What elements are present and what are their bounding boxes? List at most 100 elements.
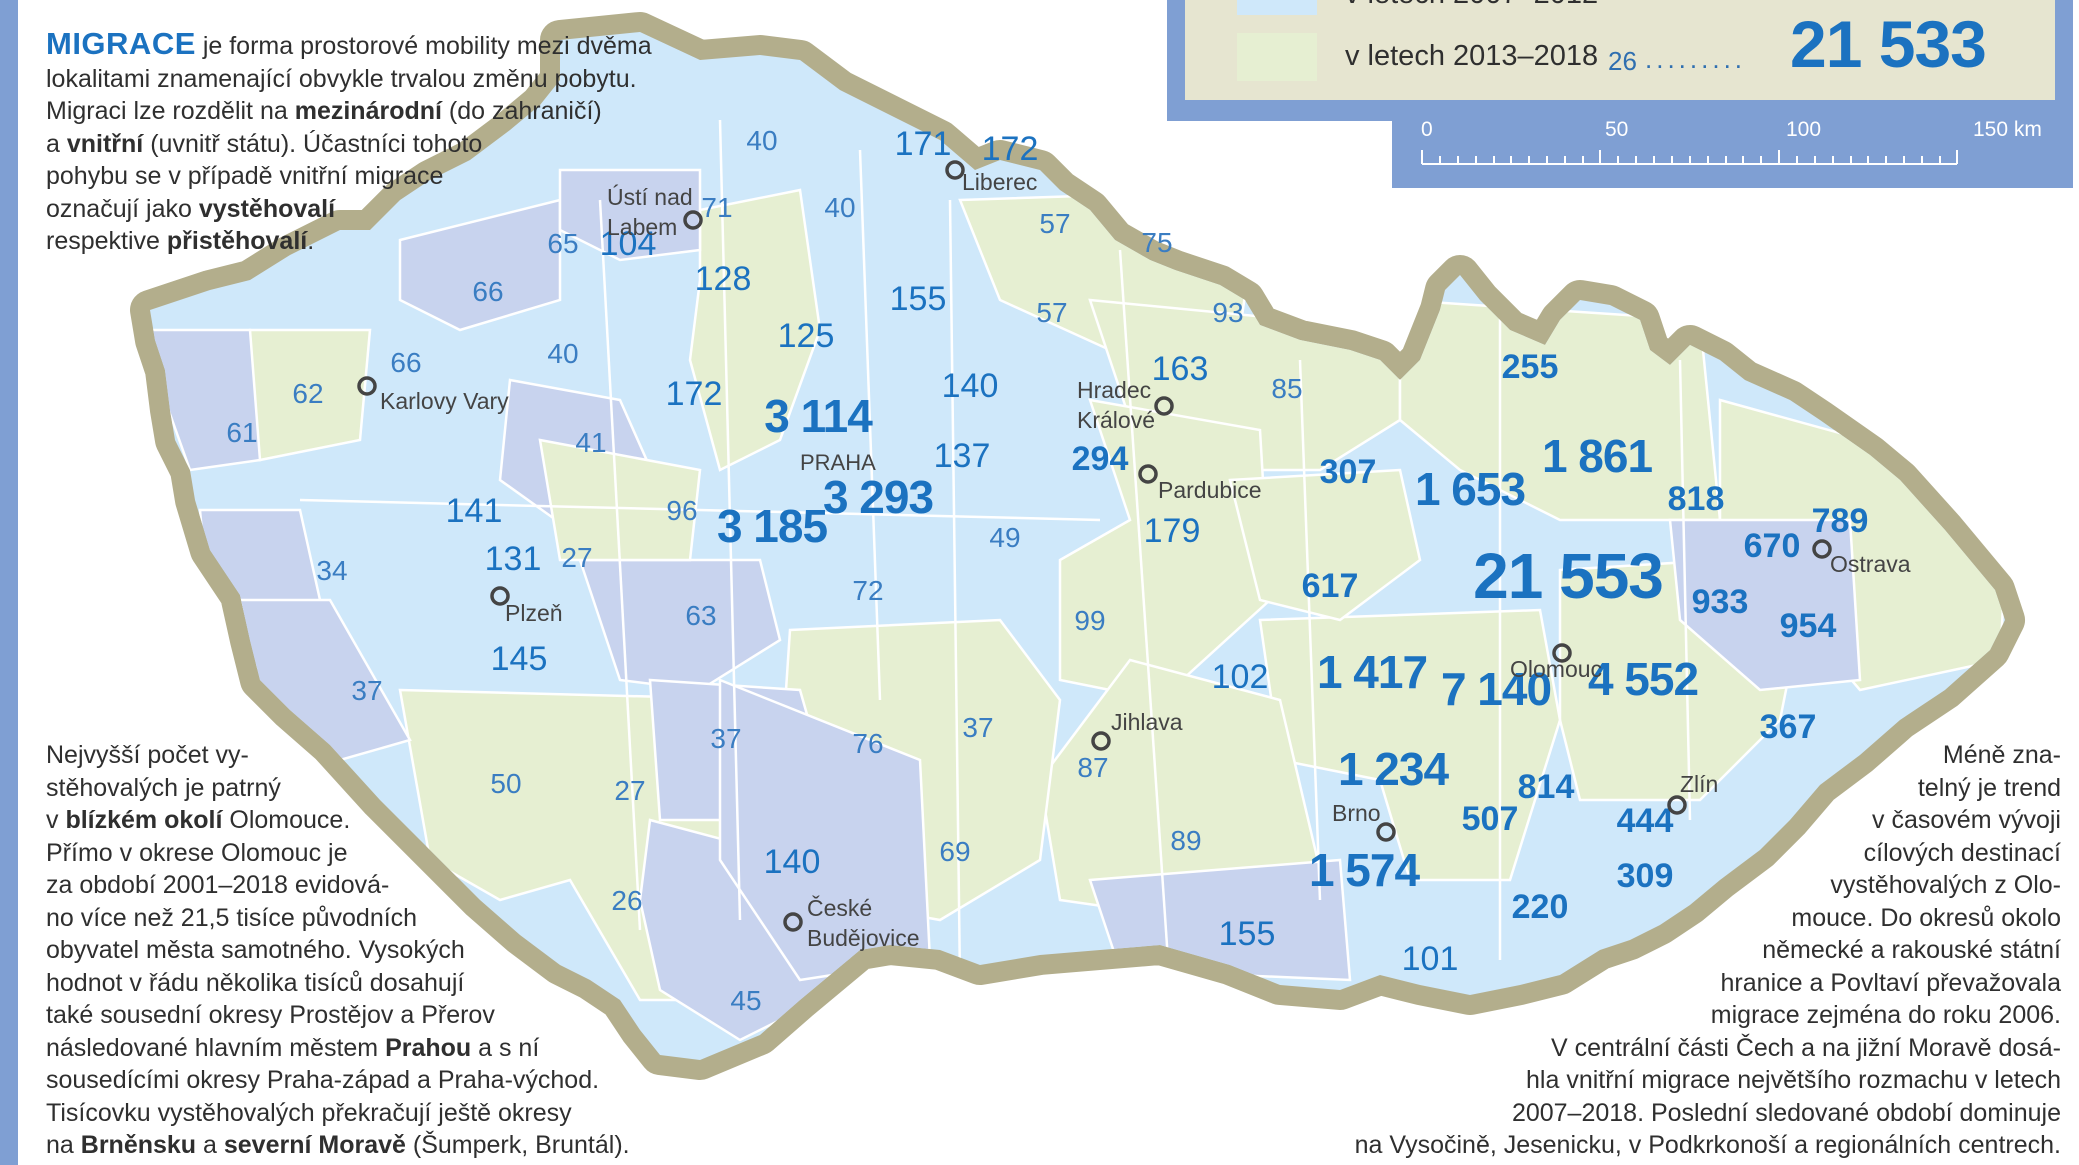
district-value: 37 — [962, 712, 993, 743]
district-value: 61 — [226, 417, 257, 448]
district-value: 163 — [1152, 350, 1209, 388]
district-value: 76 — [852, 728, 883, 759]
district-value: 49 — [989, 522, 1020, 553]
district-value: 96 — [666, 495, 697, 526]
district-value: 125 — [778, 317, 835, 355]
bottom-left-text: Nejvyšší počet vy- stěhovalých je patrný… — [46, 739, 686, 1162]
intro-bold: mezinárodní — [294, 97, 442, 125]
bl-line: Olomouce. — [222, 806, 351, 834]
br-line: V centrální části Čech a na jižní Moravě… — [1551, 1033, 2061, 1062]
city-marker-icon — [945, 160, 965, 180]
district-value: 670 — [1744, 527, 1801, 565]
district-value: 3 293 — [823, 471, 933, 523]
district-value: 4 552 — [1588, 653, 1698, 705]
district-value: 172 — [666, 375, 723, 413]
scale-label: 50 — [1605, 118, 1629, 141]
city-marker-icon — [1376, 822, 1396, 842]
district-value: 66 — [472, 276, 503, 307]
district-value: 62 — [292, 378, 323, 409]
scale-label: 0 — [1421, 118, 1433, 141]
intro-line: je forma prostorové mobility mezi dvěma — [195, 32, 652, 60]
br-line: 2007–2018. Poslední sledované období dom… — [1511, 1098, 2061, 1127]
bl-bold: blízkém okolí — [65, 806, 223, 834]
bl-line: (Šumperk, Bruntál). — [405, 1131, 630, 1159]
bl-line: hodnot v řádu několika tisíců dosahují — [46, 968, 465, 997]
district-value: 155 — [890, 280, 947, 318]
district-value: 140 — [942, 367, 999, 405]
district-value: 37 — [351, 675, 382, 706]
district-value: 1 234 — [1338, 743, 1450, 795]
district-value: 818 — [1668, 480, 1725, 518]
district-value: 814 — [1518, 768, 1575, 806]
district-value: 26 — [611, 885, 642, 916]
city-marker-icon — [1138, 464, 1158, 484]
district-value: 171 — [895, 125, 952, 163]
city-label: Ústí nad — [607, 184, 693, 210]
district-value: 172 — [982, 130, 1039, 168]
district-value: 307 — [1320, 453, 1377, 491]
district-value: 444 — [1617, 802, 1674, 840]
legend-swatch-2013-2018 — [1237, 33, 1317, 81]
intro-text: MIGRACE je forma prostorové mobility mez… — [46, 27, 686, 258]
br-line: cílových destinací — [1863, 838, 2061, 867]
district-value: 1 861 — [1542, 430, 1653, 482]
city-label: České — [807, 894, 872, 921]
bl-line: no více než 21,5 tisíce původních — [46, 903, 418, 932]
district-value: 140 — [764, 843, 821, 881]
br-line: vystěhovalých z Olo- — [1830, 871, 2061, 899]
bl-line: a — [196, 1131, 224, 1159]
city-marker-icon — [1812, 539, 1832, 559]
bl-bold: Prahou — [385, 1033, 472, 1062]
city-marker-icon — [1154, 396, 1174, 416]
district-value: 309 — [1617, 857, 1674, 895]
intro-bold: přistěhovalí — [166, 227, 308, 255]
legend-dots: ......... — [1645, 44, 1747, 74]
district-value: 102 — [1212, 658, 1269, 696]
district-value: 69 — [939, 836, 970, 867]
intro-line: respektive — [46, 227, 167, 255]
district-value: 141 — [446, 492, 503, 530]
bl-bold: Brněnsku — [80, 1131, 197, 1159]
bl-line: a s ní — [471, 1033, 540, 1062]
district-value: 72 — [852, 575, 883, 606]
district-value: 89 — [1170, 825, 1201, 856]
district-value: 1 653 — [1415, 463, 1525, 515]
legend-panel: v letech 2007–2012 v letech 2013–2018 26… — [1185, 0, 2055, 100]
district-value: 27 — [614, 775, 645, 806]
br-line: na Vysočině, Jesenicku, v Podkrkonoší a … — [1354, 1131, 2061, 1159]
district-value: 220 — [1512, 888, 1569, 926]
intro-line: (uvnitř státu). Účastníci tohoto — [143, 129, 483, 158]
district-value: 65 — [547, 228, 578, 259]
district-value: 145 — [491, 640, 548, 678]
br-line: Méně zna- — [1942, 741, 2061, 769]
district-value: 66 — [390, 347, 421, 378]
city-label: Králové — [1077, 407, 1155, 433]
bl-line: Nejvyšší počet vy- — [46, 741, 249, 769]
legend-max-value: 21 533 — [1790, 7, 1987, 81]
br-line: migrace zejména do roku 2006. — [1710, 1001, 2061, 1029]
city-marker-icon — [683, 210, 703, 230]
city-marker-icon — [490, 586, 510, 606]
bl-line: také sousední okresy Prostějov a Přerov — [46, 1001, 495, 1029]
intro-bold: vystěhovalí — [198, 194, 336, 223]
district-value: 40 — [547, 338, 578, 369]
scale-label: 100 — [1786, 118, 1822, 141]
city-label: Pardubice — [1158, 477, 1262, 503]
br-line: telný je trend — [1917, 773, 2061, 802]
district-value: 3 185 — [717, 500, 828, 552]
district-value: 179 — [1144, 512, 1201, 550]
district-value: 87 — [1077, 752, 1108, 783]
intro-line: a — [46, 129, 67, 158]
district-value: 137 — [934, 437, 991, 475]
intro-line: Migraci lze rozdělit na — [46, 97, 295, 125]
district-value: 954 — [1780, 607, 1837, 645]
left-accent-bar — [0, 0, 18, 1165]
br-line: hla vnitřní migrace největšího rozmachu … — [1526, 1066, 2061, 1094]
district-value: 155 — [1219, 915, 1276, 953]
district-value: 50 — [490, 768, 521, 799]
bl-line: za období 2001–2018 evidová- — [46, 871, 390, 899]
district-value: 101 — [1402, 940, 1459, 978]
br-line: mouce. Do okresů okolo — [1791, 903, 2061, 932]
scale-bar: 0 50 100 150 km — [1392, 114, 2073, 188]
district-value: 1 574 — [1309, 844, 1421, 896]
